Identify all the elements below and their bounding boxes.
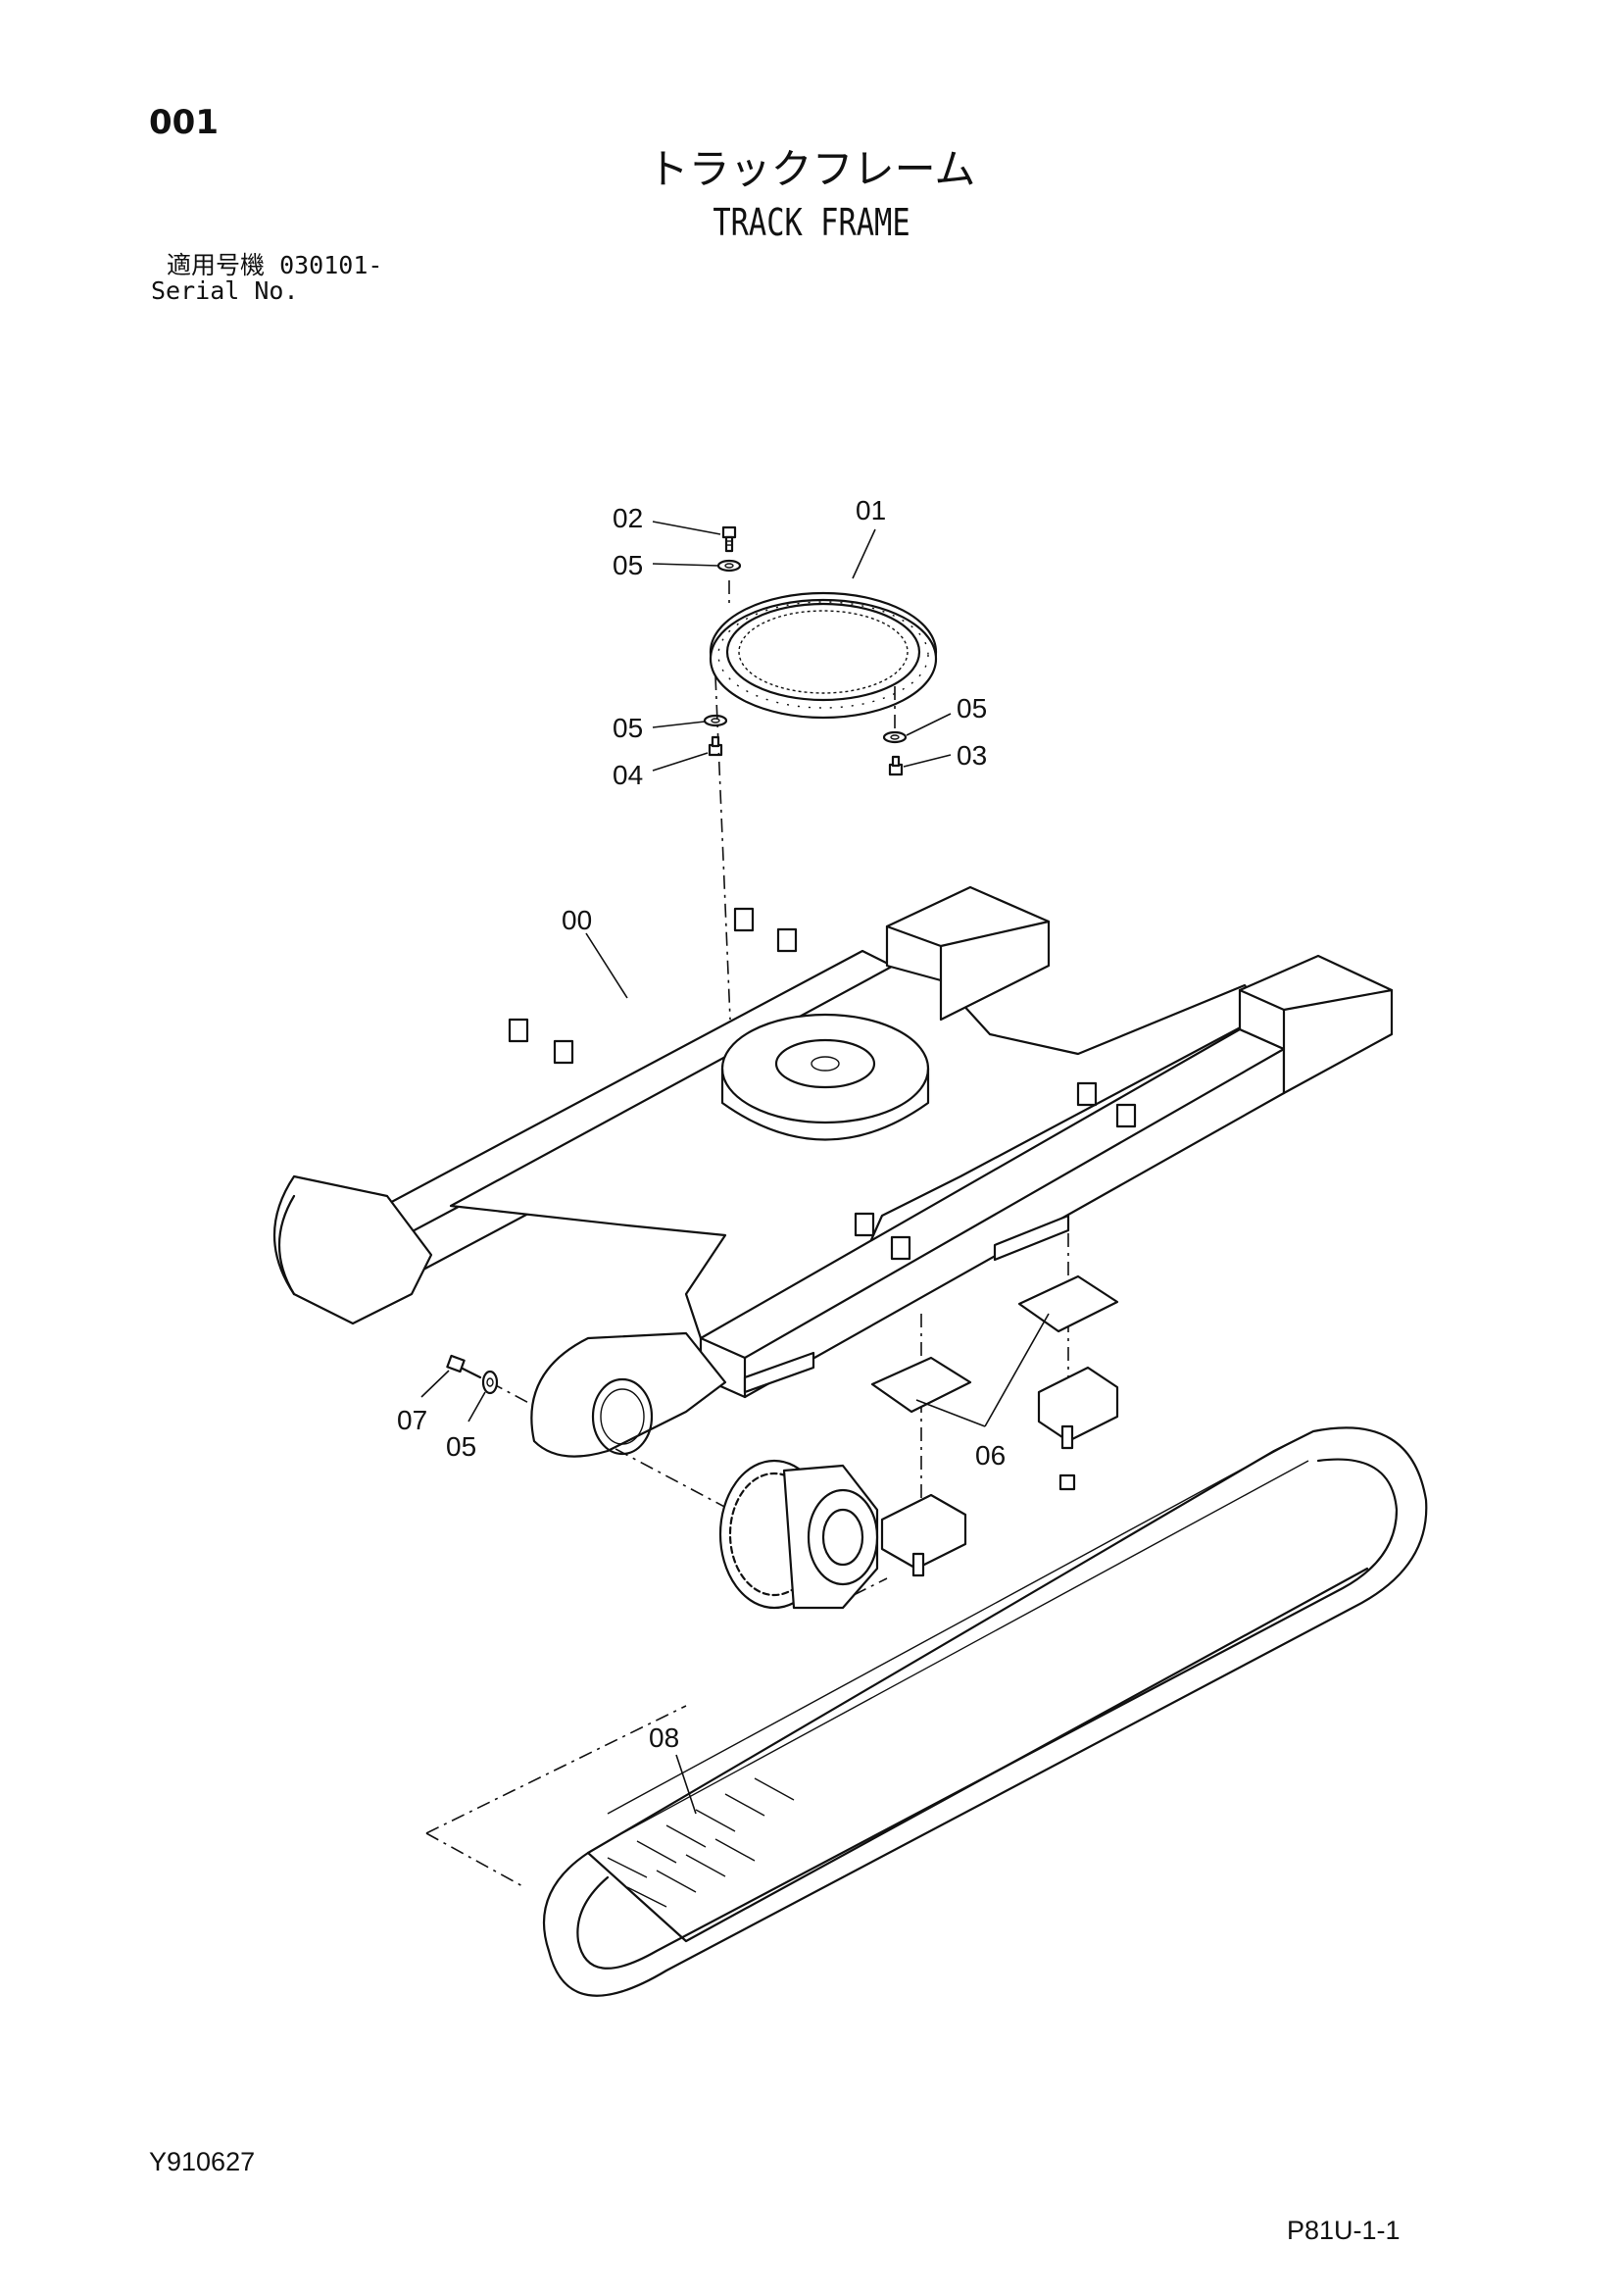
callout-labels: 02 05 01 05 04 05 03 00 06 07 05 08 (397, 495, 1006, 1753)
guard-plates (870, 1274, 1119, 1414)
bolt-07 (446, 1354, 482, 1379)
callout-00: 00 (562, 905, 592, 935)
page-number: 001 (149, 103, 219, 142)
washer-05-top (716, 559, 742, 573)
callout-08: 08 (649, 1722, 679, 1753)
callout-04: 04 (613, 760, 643, 790)
travel-motor-sprocket (718, 1459, 879, 1610)
serial-label-japanese: 適用号機 (167, 251, 266, 279)
callout-07: 07 (397, 1405, 427, 1435)
bolt-04 (708, 735, 723, 757)
washer-05-bottom (481, 1370, 499, 1395)
callout-06: 06 (975, 1440, 1006, 1471)
drawing-code: Y910627 (149, 2147, 256, 2176)
callout-05-bottom: 05 (446, 1431, 476, 1462)
page-code: P81U-1-1 (1287, 2216, 1401, 2245)
washer-05-left (703, 714, 728, 727)
callout-02: 02 (613, 503, 643, 533)
serial-label-english: Serial No. (151, 276, 299, 305)
callout-05-right: 05 (957, 693, 987, 724)
callout-01: 01 (856, 495, 886, 525)
leader-lines (420, 521, 1050, 1815)
bolt-03 (888, 755, 904, 776)
serial-applicability: 適用号機 030101- (167, 253, 382, 277)
upper-roller-assemblies (880, 1366, 1119, 1577)
serial-value: 030101- (279, 251, 383, 279)
page-title-japanese: トラックフレーム (647, 145, 976, 193)
bolt-02 (721, 525, 737, 553)
page-title-english: TRACK FRAME (713, 201, 910, 244)
swing-bearing-ring (709, 591, 938, 720)
track-frame (272, 885, 1394, 1458)
rubber-track (542, 1426, 1428, 1997)
callout-05-top: 05 (613, 550, 643, 580)
callout-03: 03 (957, 740, 987, 771)
callout-05-left: 05 (613, 713, 643, 743)
washer-05-right (882, 730, 908, 744)
